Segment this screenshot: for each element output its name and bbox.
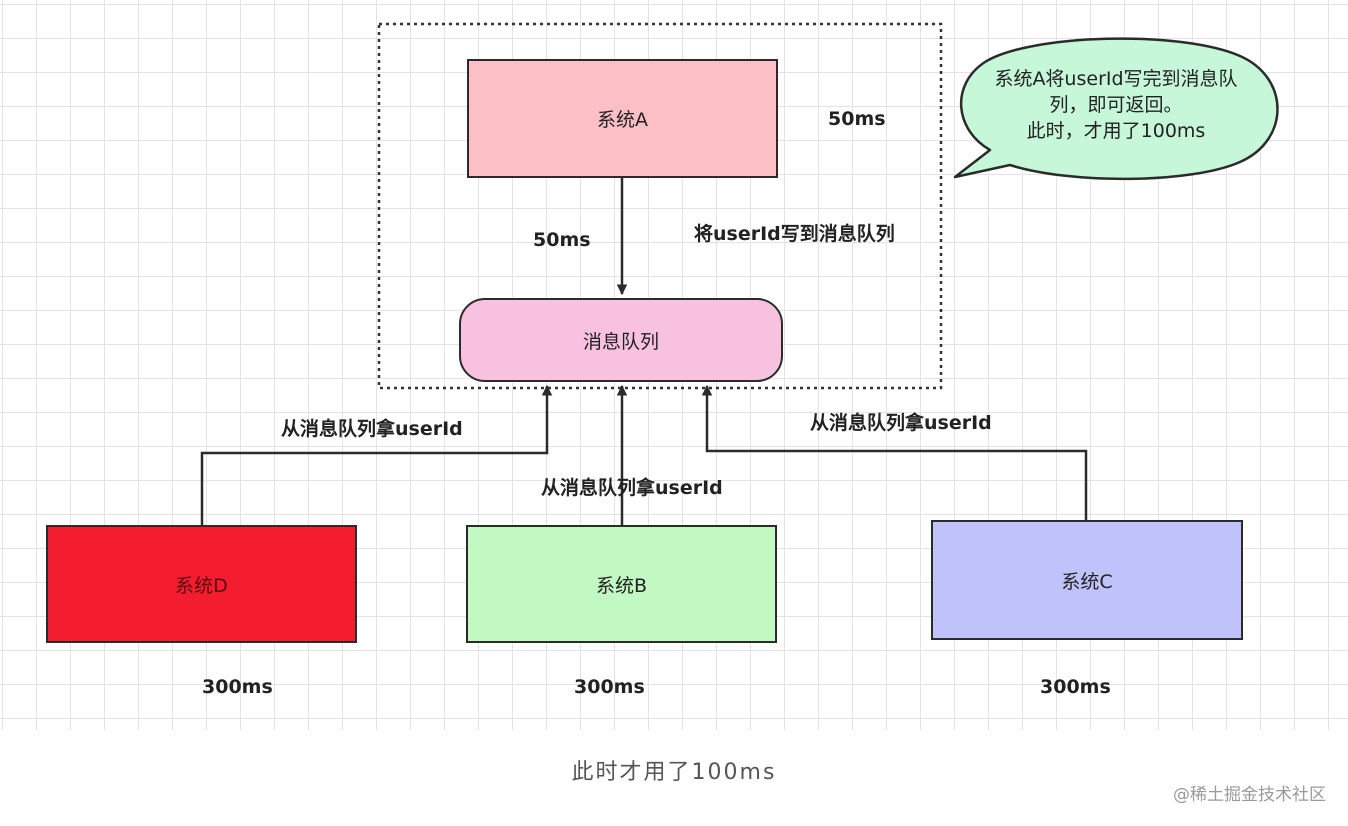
system-c-label: 系统C (1061, 570, 1113, 593)
arrow-c-to-queue (701, 384, 1088, 520)
message-queue-label: 消息队列 (582, 330, 659, 353)
arrow-d-to-queue (200, 384, 553, 525)
system-b-time: 300ms (574, 676, 645, 698)
callout-bubble (953, 37, 1279, 181)
system-d-box: 系统D (46, 525, 357, 643)
system-c-box: 系统C (931, 520, 1243, 640)
system-a-time: 50ms (828, 108, 886, 130)
callout-line-1: 系统A将userId写完到消息队 (994, 68, 1238, 90)
system-c-time: 300ms (1040, 676, 1111, 698)
system-d-label: 系统D (175, 574, 228, 597)
figure-caption: 此时才用了100ms (571, 760, 777, 785)
message-queue-box: 消息队列 (459, 298, 783, 382)
callout-line-2: 列，即可返回。 (1049, 94, 1183, 116)
write-label: 将userId写到消息队列 (694, 223, 895, 245)
system-d-time: 300ms (202, 676, 273, 698)
take-label-left: 从消息队列拿userId (281, 418, 463, 440)
take-label-center: 从消息队列拿userId (541, 477, 723, 499)
write-time: 50ms (533, 229, 591, 251)
system-b-box: 系统B (466, 525, 777, 643)
take-label-right: 从消息队列拿userId (810, 412, 992, 434)
system-b-label: 系统B (595, 574, 648, 597)
callout-text: 系统A将userId写完到消息队 列，即可返回。 此时，才用了100ms (968, 66, 1264, 144)
dotted-boundary (377, 22, 943, 390)
callout-line-3: 此时，才用了100ms (1026, 120, 1206, 142)
system-a-box: 系统A (467, 59, 778, 178)
system-a-label: 系统A (597, 109, 648, 131)
watermark: @稀土掘金技术社区 (1173, 785, 1326, 805)
